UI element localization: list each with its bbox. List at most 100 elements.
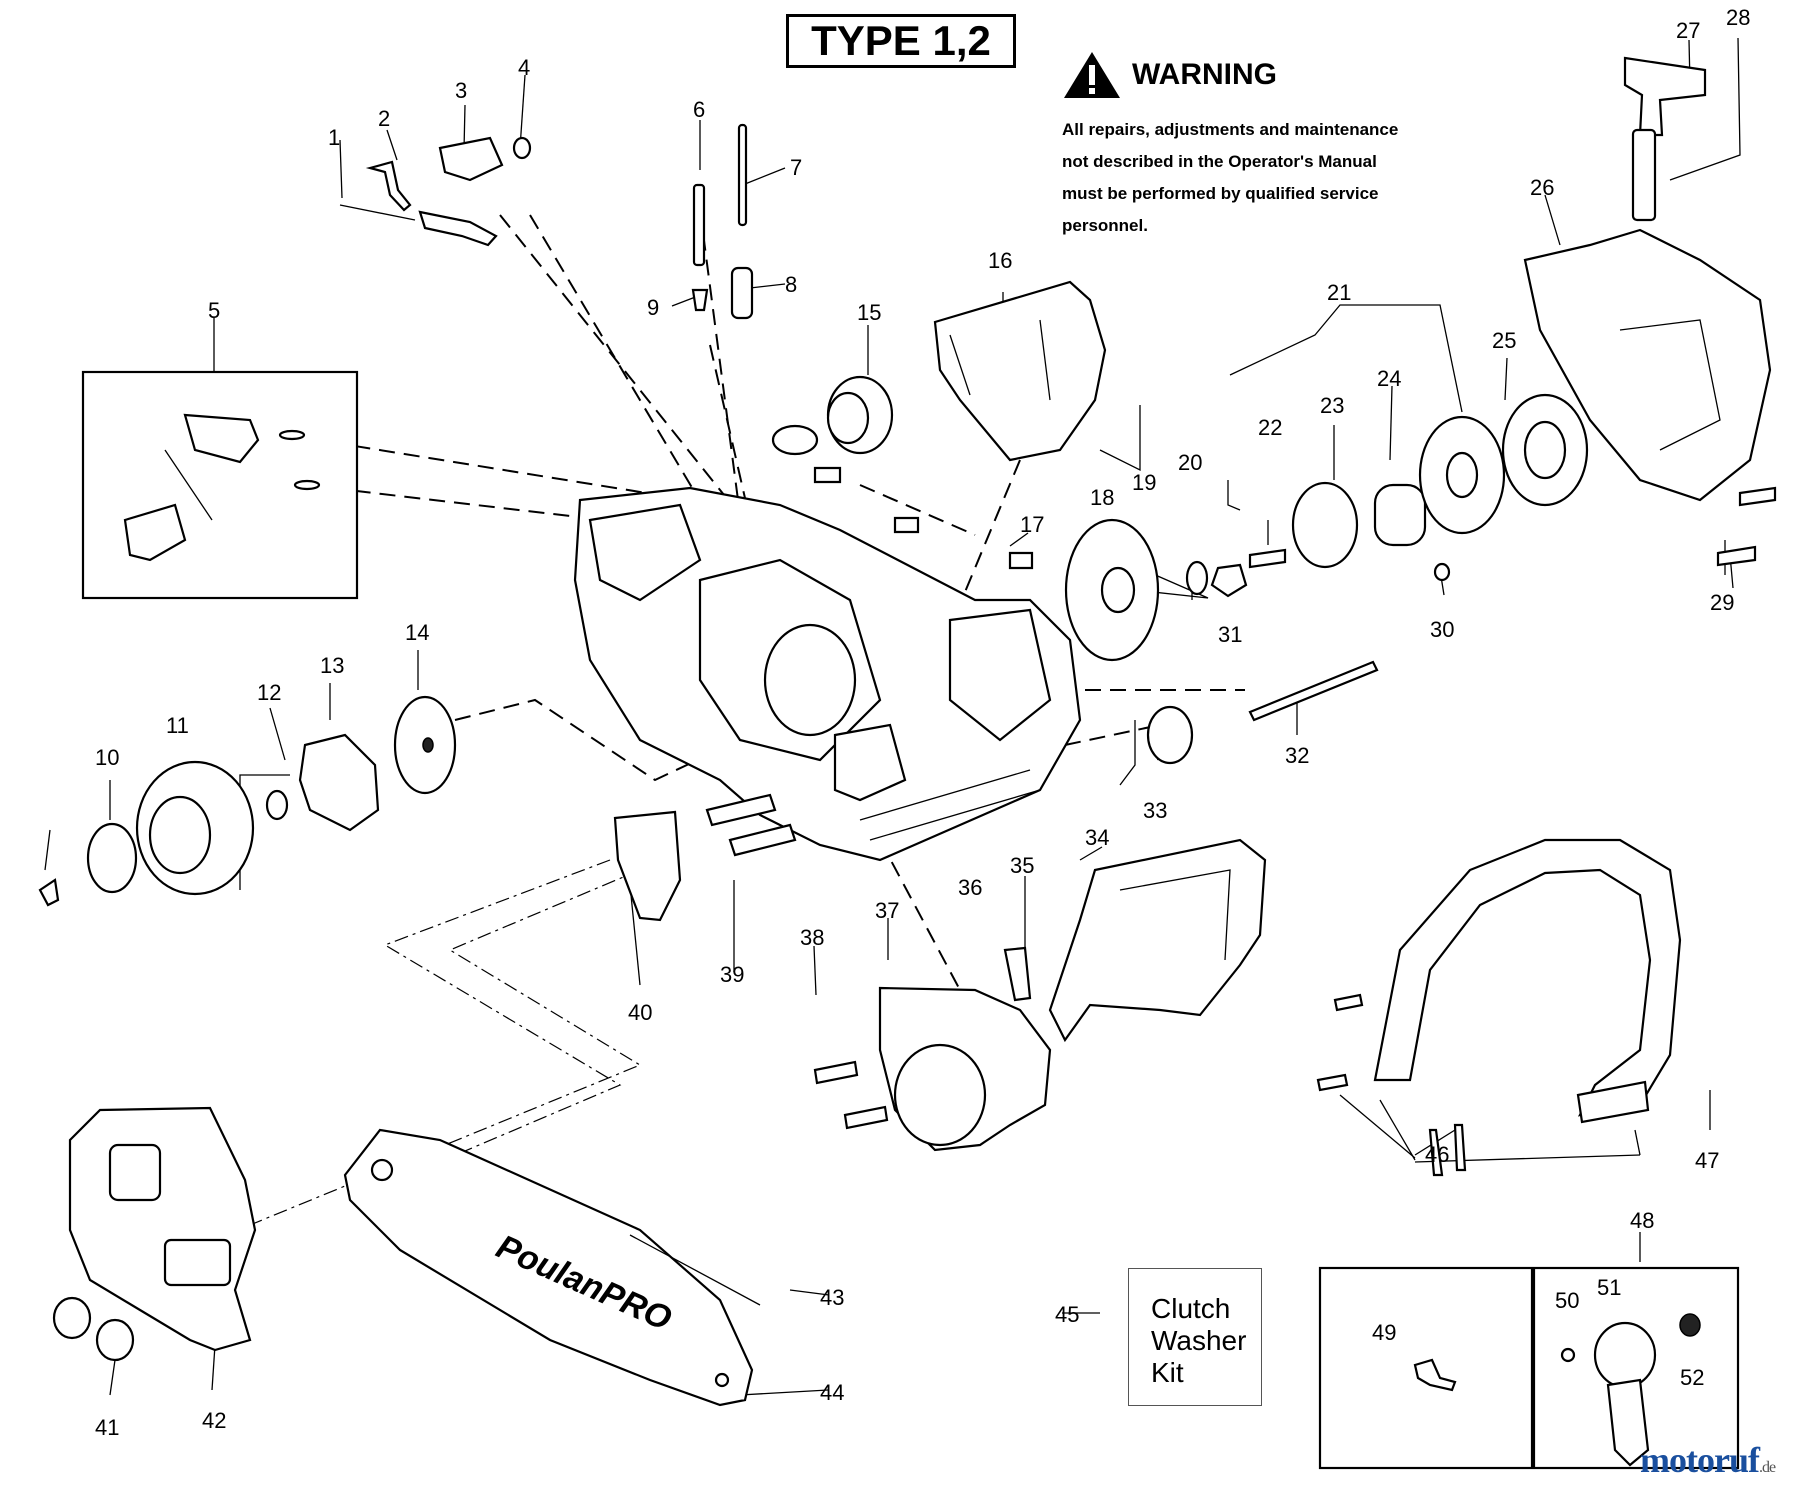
part-throttle-trigger	[418, 210, 498, 247]
part-washer-10	[86, 822, 138, 894]
callout-7: 7	[790, 155, 802, 180]
callout-28: 28	[1726, 5, 1750, 30]
part-pump-51	[1593, 1321, 1657, 1389]
part-spring-24	[1373, 483, 1427, 547]
callout-18: 18	[1090, 485, 1114, 510]
warning-line: personnel.	[1062, 216, 1148, 235]
part-pin-7	[737, 123, 748, 227]
warning-title: WARNING	[1132, 58, 1277, 91]
callout-13: 13	[320, 653, 344, 678]
callout-48: 48	[1630, 1208, 1654, 1233]
part-switch	[438, 136, 504, 182]
part-fitting-9	[691, 288, 709, 312]
callout-50: 50	[1555, 1288, 1579, 1313]
callout-27: 27	[1676, 18, 1700, 43]
part-plate-40	[613, 810, 682, 922]
warning-header: WARNING	[1062, 50, 1442, 100]
part-spring	[365, 160, 412, 212]
part-screw-22	[1248, 548, 1287, 569]
callout-3: 3	[455, 78, 467, 103]
callout-10: 10	[95, 745, 119, 770]
callout-31: 31	[1218, 622, 1242, 647]
part-eclip-10	[38, 878, 60, 907]
part-rod-32	[1248, 660, 1379, 722]
callout-33: 33	[1143, 798, 1167, 823]
part-clip-17	[1008, 551, 1034, 570]
callout-17: 17	[1020, 512, 1044, 537]
part-shield-19	[933, 280, 1107, 462]
part-washer-12	[265, 789, 289, 821]
callout-22: 22	[1258, 415, 1282, 440]
callout-21: 21	[1327, 280, 1351, 305]
parts	[38, 56, 1777, 1470]
callout-16: 16	[988, 248, 1012, 273]
callout-12: 12	[257, 680, 281, 705]
callout-47: 47	[1695, 1148, 1719, 1173]
part-washer-20	[1185, 560, 1209, 596]
part-screw-29	[1738, 486, 1777, 507]
watermark-name: motoruf	[1640, 1440, 1760, 1480]
callout-51: 51	[1597, 1275, 1621, 1300]
kit-line: Clutch	[1151, 1293, 1231, 1324]
part-washer-4	[512, 136, 532, 160]
part-nut-41b	[95, 1318, 135, 1362]
callout-44: 44	[820, 1380, 844, 1405]
callout-41: 41	[95, 1415, 119, 1440]
part-starter-26	[1523, 228, 1772, 502]
part-screw-46	[1333, 993, 1364, 1012]
callout-9: 9	[647, 295, 659, 320]
callout-46: 46	[1425, 1142, 1449, 1167]
warning-line: must be performed by qualified service	[1062, 184, 1379, 203]
callout-1: 1	[328, 125, 340, 150]
part-bolts-39	[705, 793, 777, 827]
callout-2: 2	[378, 106, 390, 131]
part-fitting-8	[730, 266, 754, 320]
callout-20: 20	[1178, 450, 1202, 475]
callout-32: 32	[1285, 743, 1309, 768]
part-pulley-23	[1291, 481, 1359, 569]
warning-text: All repairs, adjustments and maintenance…	[1062, 114, 1442, 242]
warning-line: not described in the Operator's Manual	[1062, 152, 1377, 171]
part-oilcap-33	[1146, 705, 1194, 765]
part-clutch-13	[298, 733, 380, 832]
part-nut-30	[1433, 562, 1451, 582]
part-sprocket-cover-42	[68, 1106, 257, 1352]
part-valve-49	[1413, 1358, 1457, 1392]
warning-line: All repairs, adjustments and maintenance	[1062, 120, 1399, 139]
callout-40: 40	[628, 1000, 652, 1025]
callout-24: 24	[1377, 366, 1401, 391]
clutch-washer-kit-box: Clutch Washer Kit	[1128, 1268, 1262, 1406]
part-pin-6	[692, 183, 706, 267]
part-screw-50	[1560, 1347, 1576, 1363]
callout-25: 25	[1492, 328, 1516, 353]
callout-8: 8	[785, 272, 797, 297]
callout-5: 5	[208, 298, 220, 323]
part-nut-31	[1210, 563, 1248, 598]
callout-36: 36	[958, 875, 982, 900]
part-clip-35	[1003, 946, 1032, 1002]
part-brake-handle-34	[1048, 838, 1267, 1043]
callout-labels: 1 2 3 4 5 6 7 8 9 10 11 12 13 14 15 16 1…	[95, 5, 1750, 1440]
callout-6: 6	[693, 97, 705, 122]
callout-45: 45	[1055, 1302, 1079, 1327]
callout-29: 29	[1710, 590, 1734, 615]
callout-11: 11	[166, 713, 189, 738]
watermark-logo: motoruf.de	[1640, 1440, 1776, 1488]
callout-26: 26	[1530, 175, 1554, 200]
part-front-handle-47	[1373, 838, 1682, 1117]
callout-39: 39	[720, 962, 744, 987]
part-guide-bar-43	[343, 1128, 754, 1407]
callout-30: 30	[1430, 617, 1454, 642]
callout-37: 37	[875, 898, 899, 923]
callout-19: 19	[1132, 470, 1156, 495]
callout-43: 43	[820, 1285, 844, 1310]
kit-line: Kit	[1151, 1357, 1184, 1388]
part-nut-52	[1679, 1313, 1701, 1337]
watermark-suffix: .de	[1758, 1459, 1776, 1476]
callout-52: 52	[1680, 1365, 1704, 1390]
callout-14: 14	[405, 620, 429, 645]
warning-block: WARNING All repairs, adjustments and mai…	[1062, 50, 1442, 242]
type-label: TYPE 1,2	[786, 14, 1016, 68]
callout-42: 42	[202, 1408, 226, 1433]
callout-23: 23	[1320, 393, 1344, 418]
